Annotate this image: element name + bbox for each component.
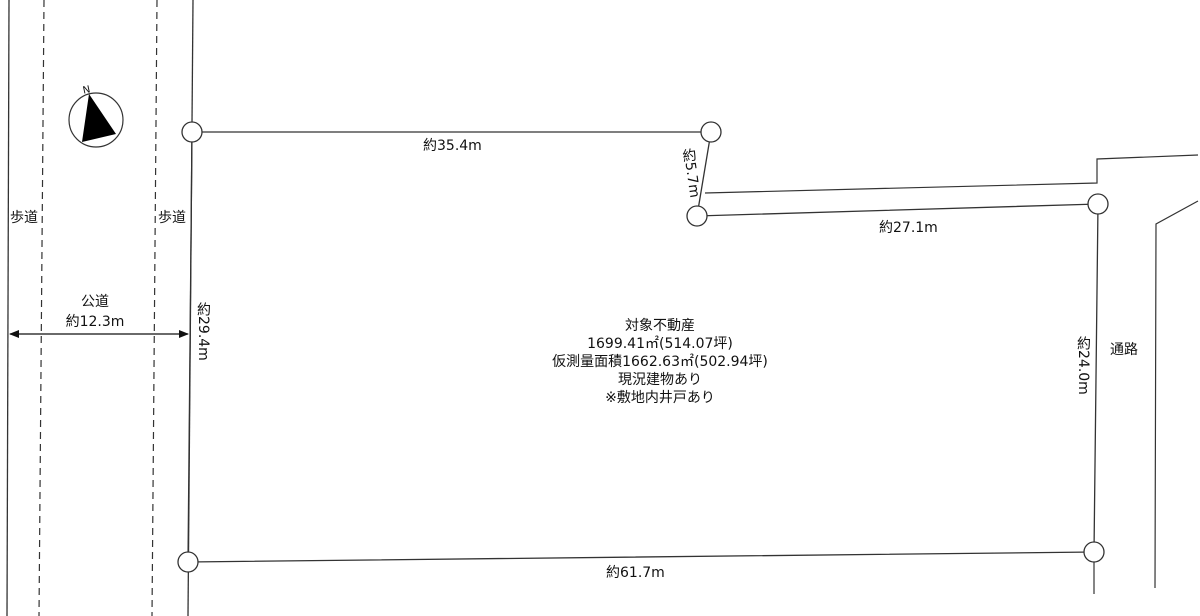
bottom-edge-label: 約61.7m xyxy=(606,565,665,581)
passage-label: 通路 xyxy=(1110,342,1138,358)
road-boundary-line xyxy=(187,0,194,616)
sidewalk-right-label: 歩道 xyxy=(158,210,186,226)
property-building: 現況建物あり xyxy=(618,372,702,388)
property-note: ※敷地内井戸あり xyxy=(605,390,715,406)
left-edge-label: 約29.4m xyxy=(195,302,211,361)
inner-edge-label: 約27.1m xyxy=(879,220,938,236)
road-left-edge xyxy=(6,0,10,616)
sidewalk-line-left xyxy=(38,0,45,616)
property-survey-area: 仮測量面積1662.63㎡(502.94坪) xyxy=(552,354,768,370)
road-width-dimension xyxy=(9,330,189,338)
north-arrow-icon xyxy=(68,92,124,148)
corner-marker xyxy=(1087,193,1109,215)
neighbor-boundary xyxy=(704,154,1199,194)
property-info: 対象不動産 1699.41㎡(514.07坪) 仮測量面積1662.63㎡(50… xyxy=(480,317,840,407)
corner-marker xyxy=(686,205,708,227)
corner-marker xyxy=(1083,541,1105,563)
right-edge-label: 約24.0m xyxy=(1075,336,1091,395)
sidewalk-left-label: 歩道 xyxy=(10,210,38,226)
property-title: 対象不動産 xyxy=(625,318,695,334)
corner-marker xyxy=(700,121,722,143)
passage-edge xyxy=(1154,200,1199,589)
sidewalk-line-right xyxy=(151,0,158,616)
corner-marker xyxy=(177,551,199,573)
corner-marker xyxy=(181,121,203,143)
property-area: 1699.41㎡(514.07坪) xyxy=(587,336,733,352)
road-width-label: 約12.3m xyxy=(65,314,125,330)
public-road-label: 公道 xyxy=(81,294,109,310)
top-edge-label: 約35.4m xyxy=(423,138,482,154)
